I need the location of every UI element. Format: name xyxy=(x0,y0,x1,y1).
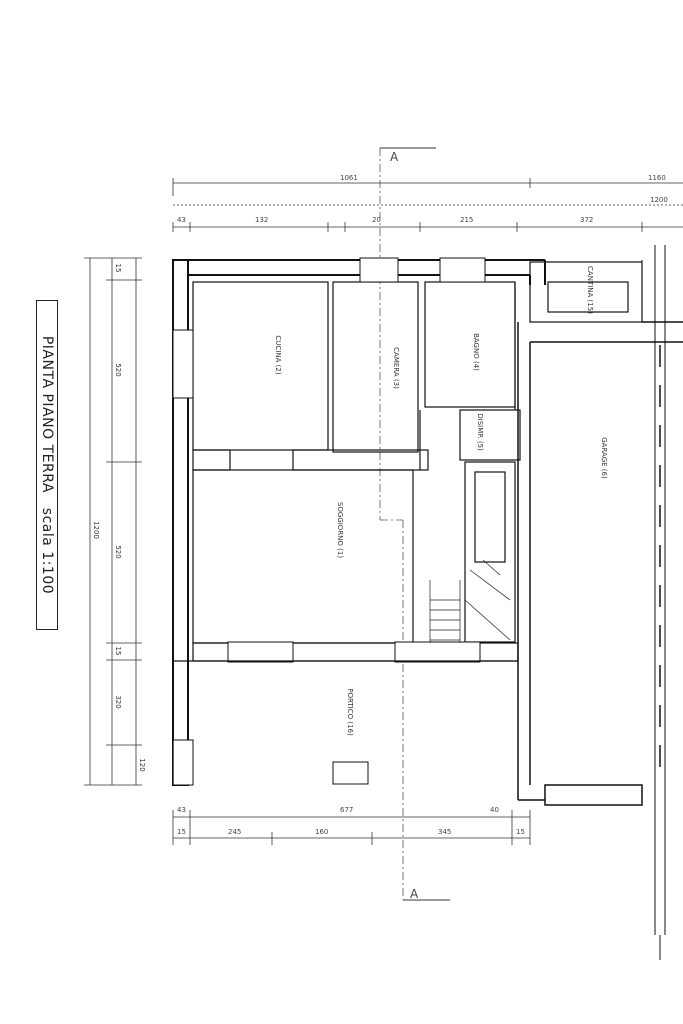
room-number: 3 xyxy=(392,381,400,387)
room-number: 1 xyxy=(336,550,344,556)
title-frame xyxy=(36,300,58,630)
plan-title: PIANTA PIANO TERRA xyxy=(39,335,55,493)
room-label-portico: PORTICO (16) xyxy=(346,688,354,736)
room-name: PORTICO xyxy=(346,688,354,720)
dim-top-seg: 132 xyxy=(255,216,269,224)
room-number: 6 xyxy=(600,471,608,477)
right-boundary xyxy=(641,245,666,960)
room-name: CANTINA xyxy=(586,266,594,298)
dim-top-seg: 20 xyxy=(372,216,381,224)
room-name: CAMERA xyxy=(392,347,400,377)
dim-top-seg: 372 xyxy=(580,216,594,224)
dim-left-seg: 15 xyxy=(114,646,122,656)
room-number: 5 xyxy=(476,443,484,449)
section-line xyxy=(379,148,404,900)
room-label-disimpegno: DISIMP. (5) xyxy=(476,413,484,451)
dim-top-right: 1160 xyxy=(648,174,666,182)
dim-top-overall: 1061 xyxy=(340,174,358,182)
dim-left-seg: 320 xyxy=(114,695,122,709)
room-name: CUCINA xyxy=(274,335,282,363)
dim-bottom-seg: 15 xyxy=(177,828,186,836)
room-number: 2 xyxy=(274,367,282,372)
room-label-camera: CAMERA (3) xyxy=(392,347,400,389)
room-number: 15 xyxy=(586,302,594,312)
section-arrows xyxy=(380,147,450,901)
dim-left-seg: 15 xyxy=(114,263,122,273)
section-marker-top: A xyxy=(390,150,399,164)
title-block: PIANTA PIANO TERRA scala 1:100 xyxy=(8,300,58,630)
room-name: DISIMP. xyxy=(476,413,484,439)
stairs xyxy=(429,559,511,643)
exterior-walls xyxy=(172,259,546,786)
dim-top-right-2: 1200 xyxy=(650,196,668,204)
room-label-bagno: BAGNO (4) xyxy=(472,333,480,371)
dim-bottom-seg: 345 xyxy=(438,828,452,836)
top-dimension-lines xyxy=(172,178,683,232)
room-label-soggiorno: SOGGIORNO (1) xyxy=(336,501,344,559)
dim-bottom-seg: 245 xyxy=(228,828,242,836)
section-marker-bottom: A xyxy=(410,887,419,901)
dim-top-seg: 215 xyxy=(460,216,474,224)
room-number: 16 xyxy=(346,724,354,733)
room-name: BAGNO xyxy=(472,333,480,359)
portico-outline xyxy=(172,660,518,785)
dim-bottom-end: 40 xyxy=(490,806,499,814)
room-label-cantina: CANTINA (15) xyxy=(586,266,594,314)
room-label-garage: GARAGE (6) xyxy=(600,437,608,479)
dim-bottom-seg: 160 xyxy=(315,828,329,836)
room-name: SOGGIORNO xyxy=(336,501,344,546)
dim-bottom-seg: 15 xyxy=(516,828,525,836)
left-dimension-lines xyxy=(84,257,142,786)
garage-walls xyxy=(517,321,683,806)
dim-bottom-end: 43 xyxy=(177,806,186,814)
room-label-cucina: CUCINA (2) xyxy=(274,335,282,375)
room-name: GARAGE xyxy=(600,437,608,467)
plan-scale: scala 1:100 xyxy=(39,507,55,595)
dim-left-seg: 120 xyxy=(138,758,146,772)
interior-walls xyxy=(192,261,643,662)
dim-left-overall: 1200 xyxy=(92,521,100,539)
dim-left-seg: 520 xyxy=(114,545,122,559)
dim-top-seg: 43 xyxy=(177,216,186,224)
bottom-dimension-lines xyxy=(172,810,531,845)
room-number: 4 xyxy=(472,363,480,369)
dim-bottom-overall: 677 xyxy=(340,806,354,814)
title-text: PIANTA PIANO TERRA scala 1:100 xyxy=(39,336,55,594)
dim-left-seg: 520 xyxy=(114,363,122,377)
wall-fills xyxy=(172,257,486,786)
